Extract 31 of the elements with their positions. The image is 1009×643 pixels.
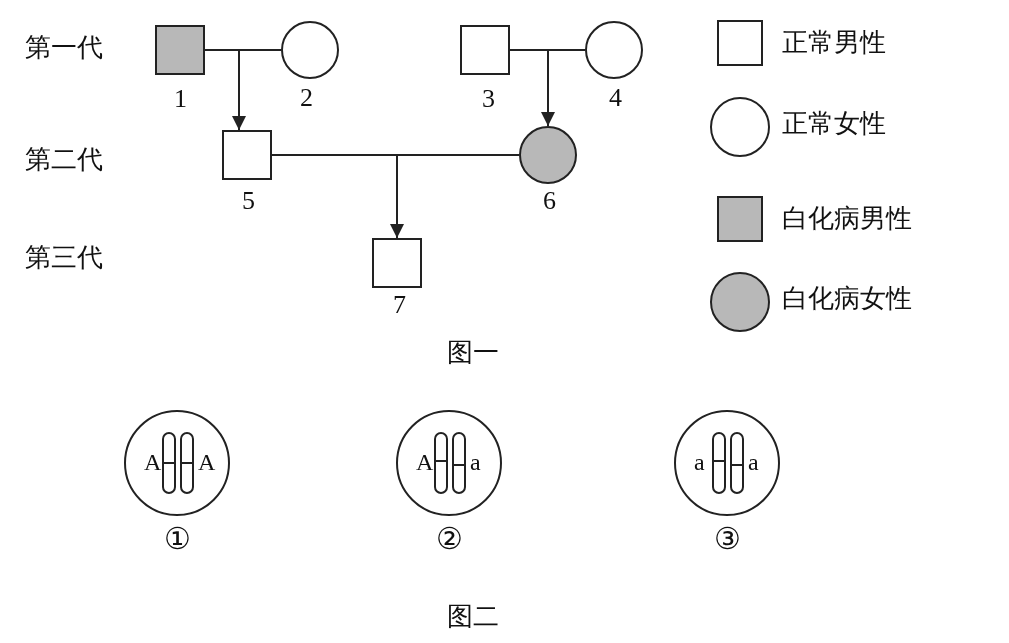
descent-arrow: [541, 49, 555, 127]
legend-label: 白化病男性: [782, 204, 912, 234]
gene-label: a: [748, 448, 759, 477]
generation-label: 第二代: [25, 145, 103, 175]
descent-arrow: [232, 49, 246, 131]
individual-number: 7: [393, 290, 406, 320]
legend-label: 正常男性: [782, 28, 886, 58]
gene-label: A: [144, 448, 162, 477]
individual-number: 4: [609, 83, 622, 113]
gene-label: A: [198, 448, 216, 477]
gene-label: a: [470, 448, 481, 477]
mating-line: [204, 49, 282, 51]
legend-label: 白化病女性: [782, 284, 912, 314]
mating-line: [509, 49, 586, 51]
cell-number: ①: [164, 524, 191, 554]
individual-number: 2: [300, 83, 313, 113]
gene-label: a: [694, 448, 705, 477]
figure-caption: 图一: [447, 338, 499, 368]
individual-number: 5: [242, 186, 255, 216]
individual-number: 3: [482, 84, 495, 114]
generation-label: 第三代: [25, 243, 103, 273]
gene-label: A: [416, 448, 434, 477]
mating-line: [271, 154, 520, 156]
generation-label: 第一代: [25, 33, 103, 63]
descent-arrow: [390, 154, 404, 239]
legend-label: 正常女性: [782, 109, 886, 139]
cell-number: ③: [714, 524, 741, 554]
individual-number: 6: [543, 186, 556, 216]
individual-number: 1: [174, 84, 187, 114]
figure-caption: 图二: [447, 602, 499, 632]
cell-number: ②: [436, 524, 463, 554]
